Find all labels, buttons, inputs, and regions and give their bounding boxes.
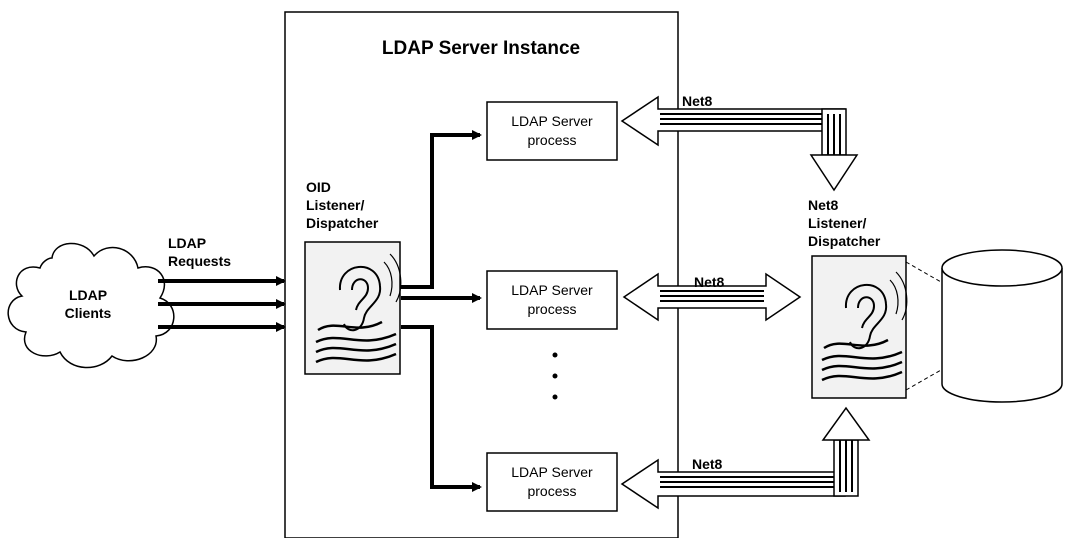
ldap-server-process-top: LDAP Server process [486,101,618,161]
net8-connection-top [620,95,859,192]
net8-listener-card [811,255,908,399]
clients-label-line2: Clients [65,305,112,321]
net8-label-top: Net8 [682,93,713,109]
net8-listener-label-line2: Listener/ [808,215,866,231]
net8-connection-middle [622,272,802,322]
net8-label-bottom: Net8 [692,456,723,472]
oid-label-line2: Listener/ [306,197,364,213]
process-label-line2: process [527,132,576,148]
oid-listener-card [304,241,402,375]
ldap-server-process-middle: LDAP Server process [486,270,618,330]
instance-title: LDAP Server Instance [382,38,580,59]
oid-label-line1: OID [306,179,331,195]
requests-label-line1: LDAP [168,235,206,251]
request-arrows [158,276,286,332]
net8-connection-bottom [620,406,871,510]
dispatch-arrow-bottom [401,325,482,492]
clients-label-line1: LDAP [69,287,107,303]
requests-label-line2: Requests [168,253,231,269]
process-label-line1: LDAP Server [511,282,593,298]
process-label-line2: process [527,301,576,317]
process-label-line1: LDAP Server [511,113,593,129]
ear-icon [315,253,402,364]
dispatch-arrows [401,130,482,492]
net8-listener-label-line1: Net8 [808,197,839,213]
ldap-server-process-bottom: LDAP Server process [486,452,618,512]
oid-label-line3: Dispatcher [306,215,379,231]
process-label-line2: process [527,483,576,499]
net8-label-middle: Net8 [694,274,725,290]
dispatch-arrow-top [401,130,482,289]
database-cylinder [941,249,1063,403]
process-label-line1: LDAP Server [511,464,593,480]
ldap-clients-cloud [7,242,175,369]
net8-listener-label-line3: Dispatcher [808,233,881,249]
ear-icon [821,271,908,382]
ellipsis-dots [552,352,558,400]
